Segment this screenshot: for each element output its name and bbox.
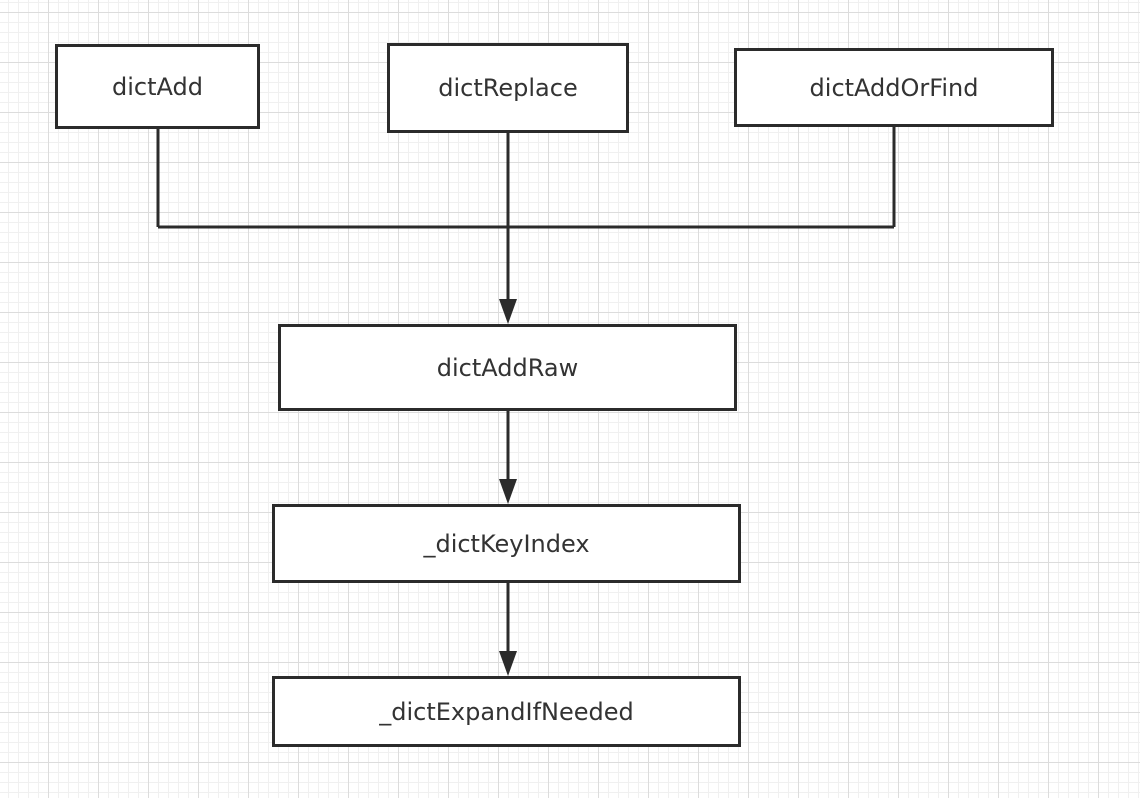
arrowhead-into-dictexpand <box>499 651 517 676</box>
node-dictreplace-label: dictReplace <box>438 74 578 102</box>
node-dictkeyindex-label: _dictKeyIndex <box>423 529 590 558</box>
node-dictkeyindex: _dictKeyIndex <box>272 504 741 583</box>
node-dictaddorfind-label: dictAddOrFind <box>809 73 979 102</box>
node-dictexpandifneeded-label: _dictExpandIfNeeded <box>379 697 634 726</box>
node-dictreplace: dictReplace <box>387 43 629 133</box>
node-dictadd-label: dictAdd <box>112 72 203 101</box>
arrowhead-into-dictkeyindex <box>499 479 517 504</box>
node-dictaddraw: dictAddRaw <box>278 324 737 411</box>
node-dictadd: dictAdd <box>55 44 260 129</box>
node-dictaddorfind: dictAddOrFind <box>734 48 1054 127</box>
node-dictexpandifneeded: _dictExpandIfNeeded <box>272 676 741 747</box>
arrowhead-into-dictaddraw <box>499 299 517 324</box>
node-dictaddraw-label: dictAddRaw <box>436 353 579 382</box>
